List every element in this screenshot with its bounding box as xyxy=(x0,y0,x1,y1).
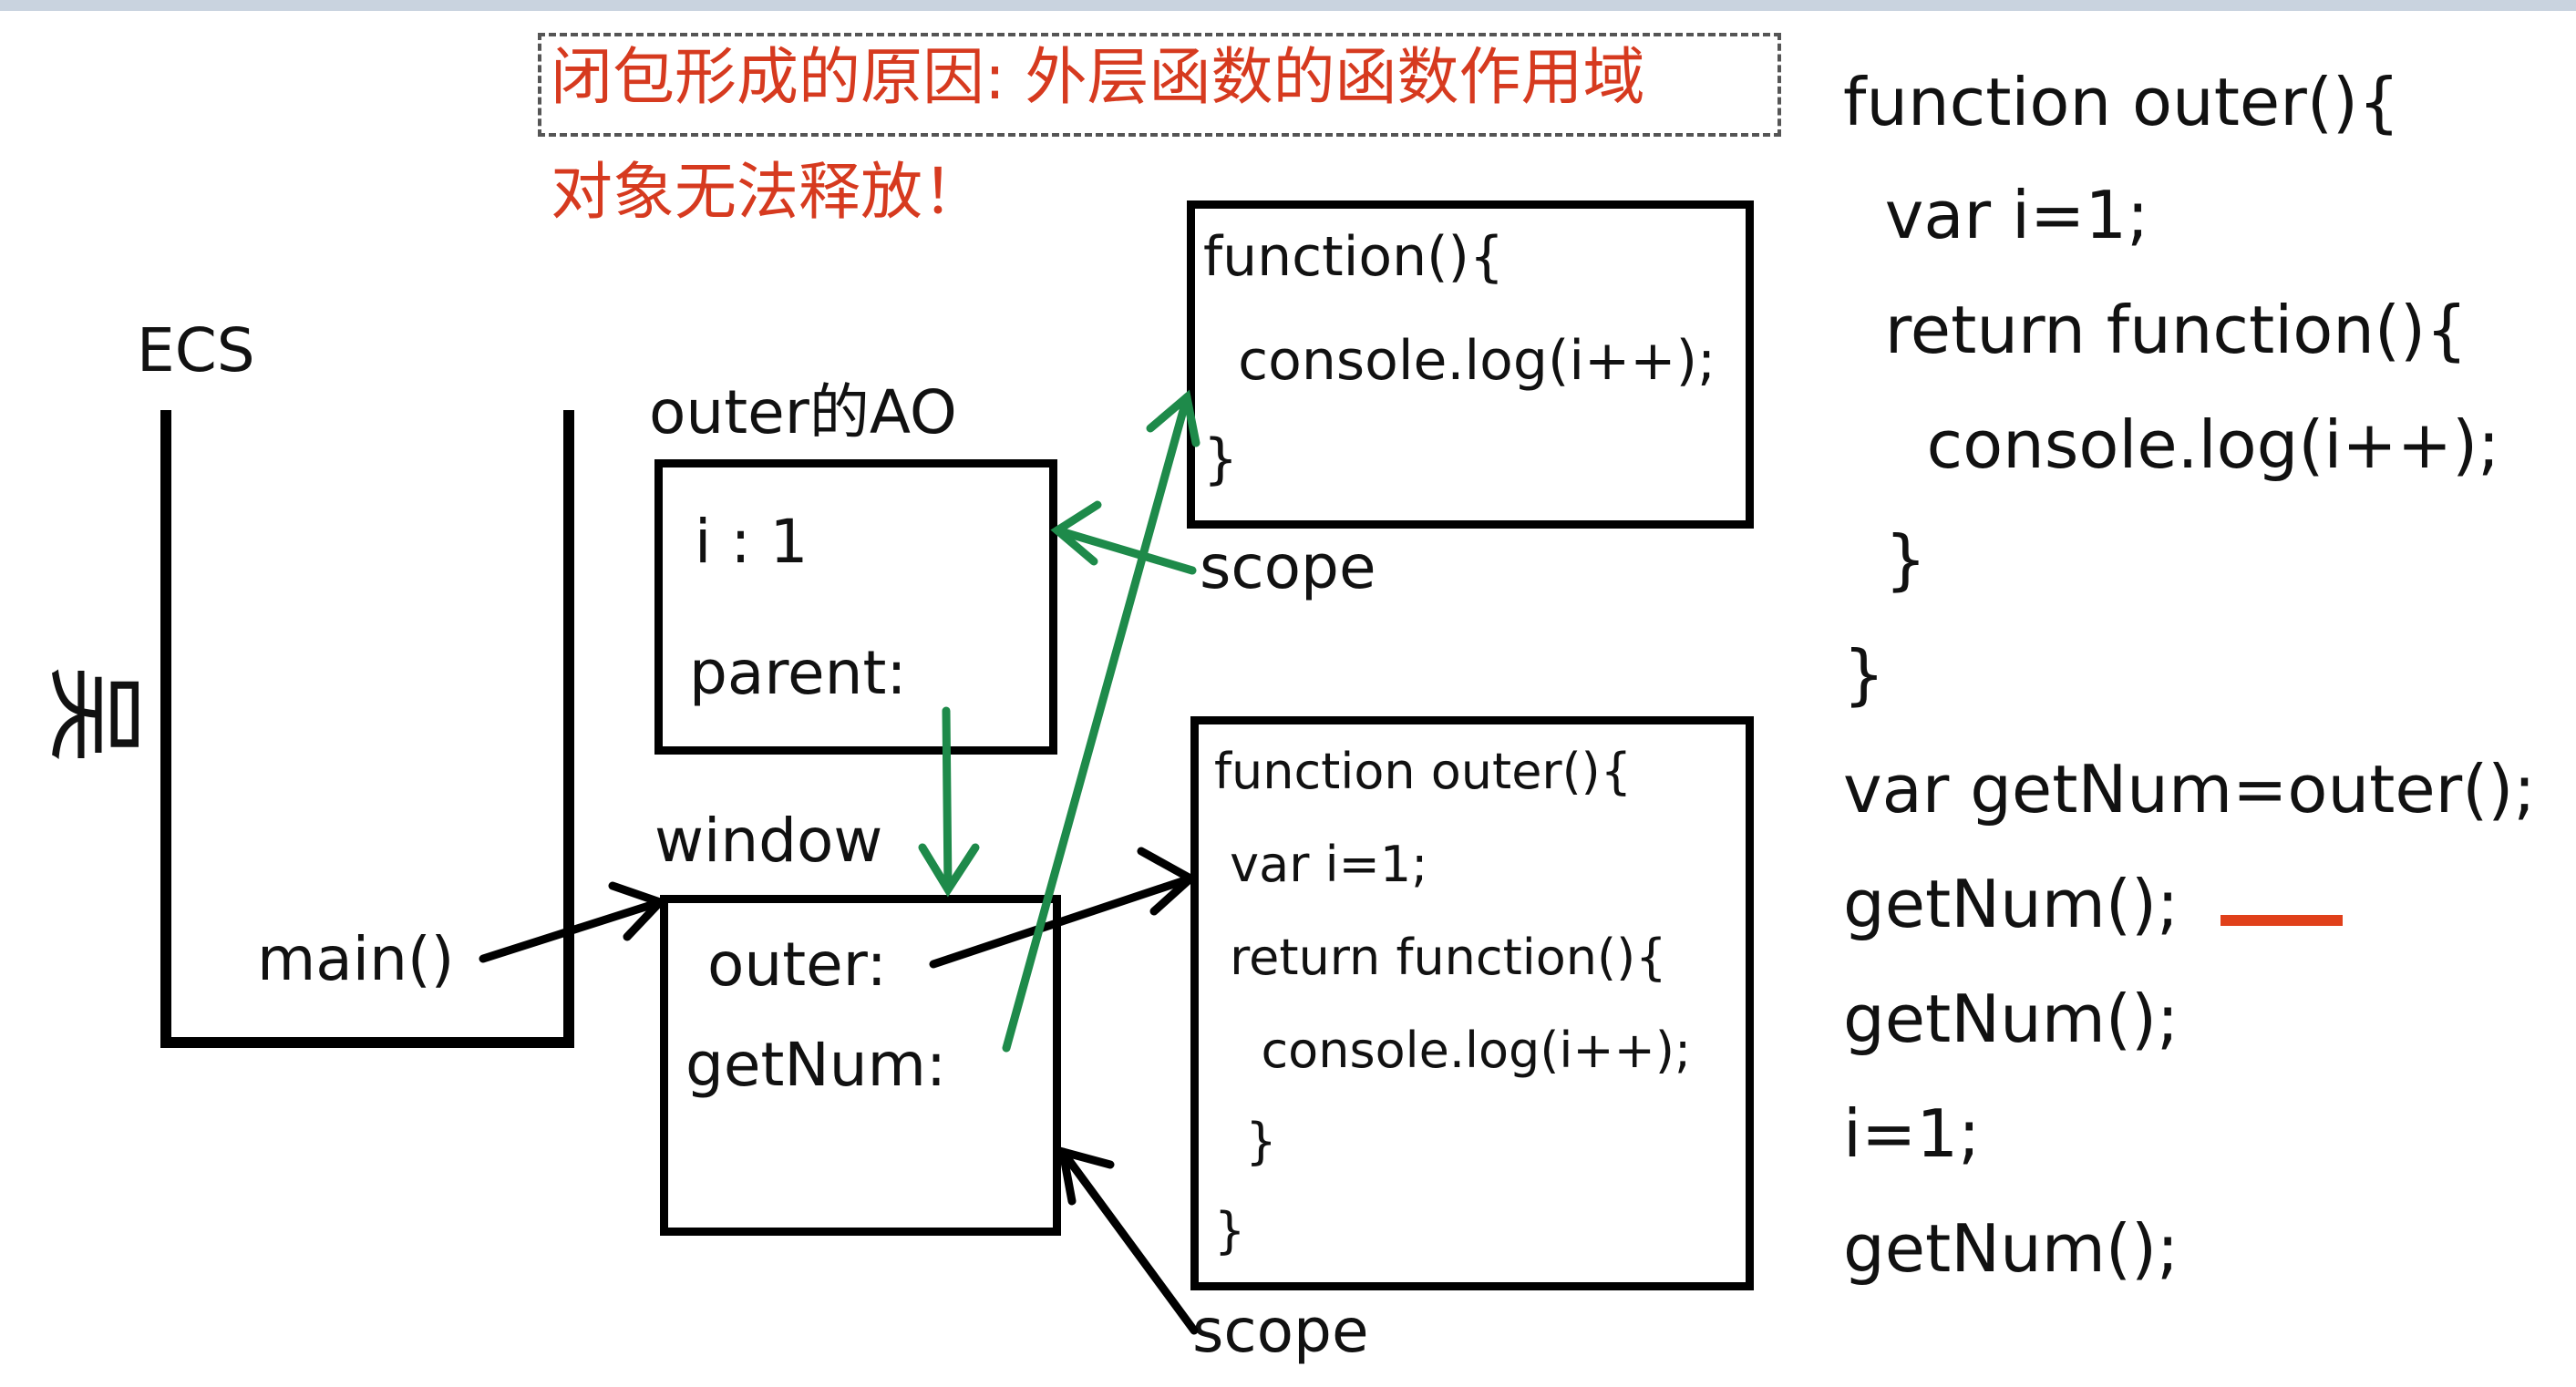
outer-function-box xyxy=(1190,716,1754,1290)
note-line-1: 闭包形成的原因: 外层函数的函数作用域 xyxy=(551,42,1645,114)
top-window-bar xyxy=(0,0,2576,11)
code-line-4: console.log(i++); xyxy=(1843,406,2500,483)
code-line-5: } xyxy=(1843,521,1927,598)
outer-ao-title: outer的AO xyxy=(649,377,957,447)
code-line-2: var i=1; xyxy=(1843,177,2149,253)
window-getnum: getNum: xyxy=(685,1030,947,1100)
scope-label-upper: scope xyxy=(1200,532,1376,602)
ecs-label: ECS xyxy=(137,315,255,385)
code-line-10: i=1; xyxy=(1843,1095,1981,1172)
arrow-parent-to-window xyxy=(918,706,980,898)
arrow-scope-to-window xyxy=(1057,1146,1199,1335)
code-line-9: getNum(); xyxy=(1843,981,2179,1057)
outer-ao-parent: parent: xyxy=(689,638,907,708)
ecs-frame-main: main() xyxy=(257,924,455,994)
code-line-8: getNum(); xyxy=(1843,866,2179,942)
code-line-7: var getNum=outer(); xyxy=(1843,751,2536,827)
window-outer: outer: xyxy=(707,930,887,1000)
scope-label-lower: scope xyxy=(1192,1296,1369,1366)
code-line-1: function outer(){ xyxy=(1843,64,2400,140)
note-dashed-box xyxy=(538,33,1781,137)
arrow-scope-to-outer-ao xyxy=(1050,500,1197,575)
outer-fn-line-4: console.log(i++); xyxy=(1214,1022,1692,1079)
outer-ao-box xyxy=(654,459,1057,755)
outer-ao-i: i : 1 xyxy=(695,507,809,577)
window-title: window xyxy=(654,806,883,876)
code-line-3: return function(){ xyxy=(1843,292,2468,368)
ecs-left-wall xyxy=(160,410,171,1048)
ecs-right-wall xyxy=(563,410,574,1048)
outer-fn-line-3: return function(){ xyxy=(1214,929,1667,986)
inner-fn-line-1: function(){ xyxy=(1203,225,1505,289)
arrow-outer-to-function xyxy=(929,847,1198,969)
code-line-11: getNum(); xyxy=(1843,1210,2179,1287)
outer-fn-line-6: } xyxy=(1214,1202,1246,1259)
window-box xyxy=(660,895,1061,1236)
inner-function-box xyxy=(1187,200,1754,529)
inner-fn-line-2: console.log(i++); xyxy=(1203,329,1716,393)
outer-fn-line-1: function outer(){ xyxy=(1214,743,1633,800)
arrow-main-to-window xyxy=(479,881,668,963)
outer-fn-line-5: } xyxy=(1214,1113,1277,1170)
ecs-bottom-wall xyxy=(160,1037,574,1048)
outer-fn-line-2: var i=1; xyxy=(1214,836,1428,893)
inner-fn-line-3: } xyxy=(1203,427,1239,491)
note-line-2: 对象无法释放！ xyxy=(551,157,985,229)
code-line-6: } xyxy=(1843,636,1885,713)
arrow-getnum-to-inner-function xyxy=(1002,389,1200,1053)
